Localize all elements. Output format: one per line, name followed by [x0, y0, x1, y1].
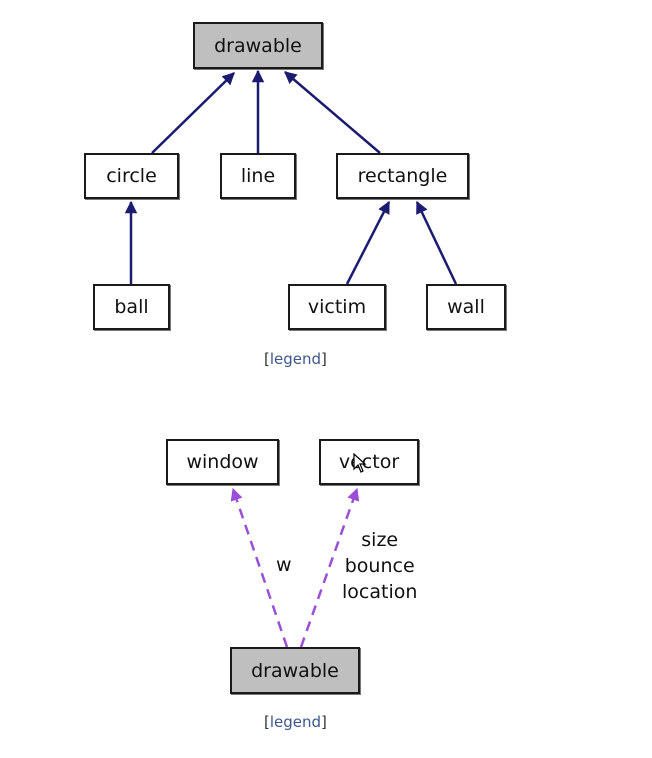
node-rectangle[interactable]: rectangle: [336, 153, 469, 199]
mouse-pointer-icon: [353, 453, 367, 473]
node-window[interactable]: window: [166, 439, 279, 485]
collaboration-legend: [legend]: [264, 713, 327, 731]
edge-drawable-to-vector: [299, 487, 360, 648]
node-drawable-root[interactable]: drawable: [193, 22, 323, 69]
legend-link-2[interactable]: legend: [269, 713, 322, 731]
edge-circle-to-drawable: [151, 72, 235, 154]
edge-label-vector-members: size bounce location: [342, 527, 417, 605]
node-drawable-collab[interactable]: drawable: [230, 647, 360, 694]
legend-bracket-open: [: [264, 350, 270, 368]
edge-label-location: location: [342, 581, 418, 603]
legend-link[interactable]: legend: [269, 350, 322, 368]
node-wall[interactable]: wall: [426, 284, 506, 330]
edge-label-bounce: bounce: [344, 555, 415, 577]
legend-bracket-open-2: [: [264, 713, 270, 731]
edge-wall-to-rectangle: [415, 200, 458, 285]
edge-victim-to-rectangle: [345, 200, 391, 285]
node-vector[interactable]: vector: [319, 439, 419, 485]
edge-label-size: size: [361, 529, 399, 551]
legend-bracket-close: ]: [321, 350, 327, 368]
legend-bracket-close-2: ]: [321, 713, 327, 731]
node-victim[interactable]: victim: [288, 284, 386, 330]
edge-rectangle-to-drawable: [284, 71, 381, 154]
node-line[interactable]: line: [220, 153, 296, 199]
node-circle[interactable]: circle: [84, 153, 179, 199]
node-ball[interactable]: ball: [93, 284, 170, 330]
edge-drawable-to-window: [230, 487, 289, 648]
inheritance-legend: [legend]: [264, 350, 327, 368]
edge-label-w: w: [276, 554, 292, 576]
